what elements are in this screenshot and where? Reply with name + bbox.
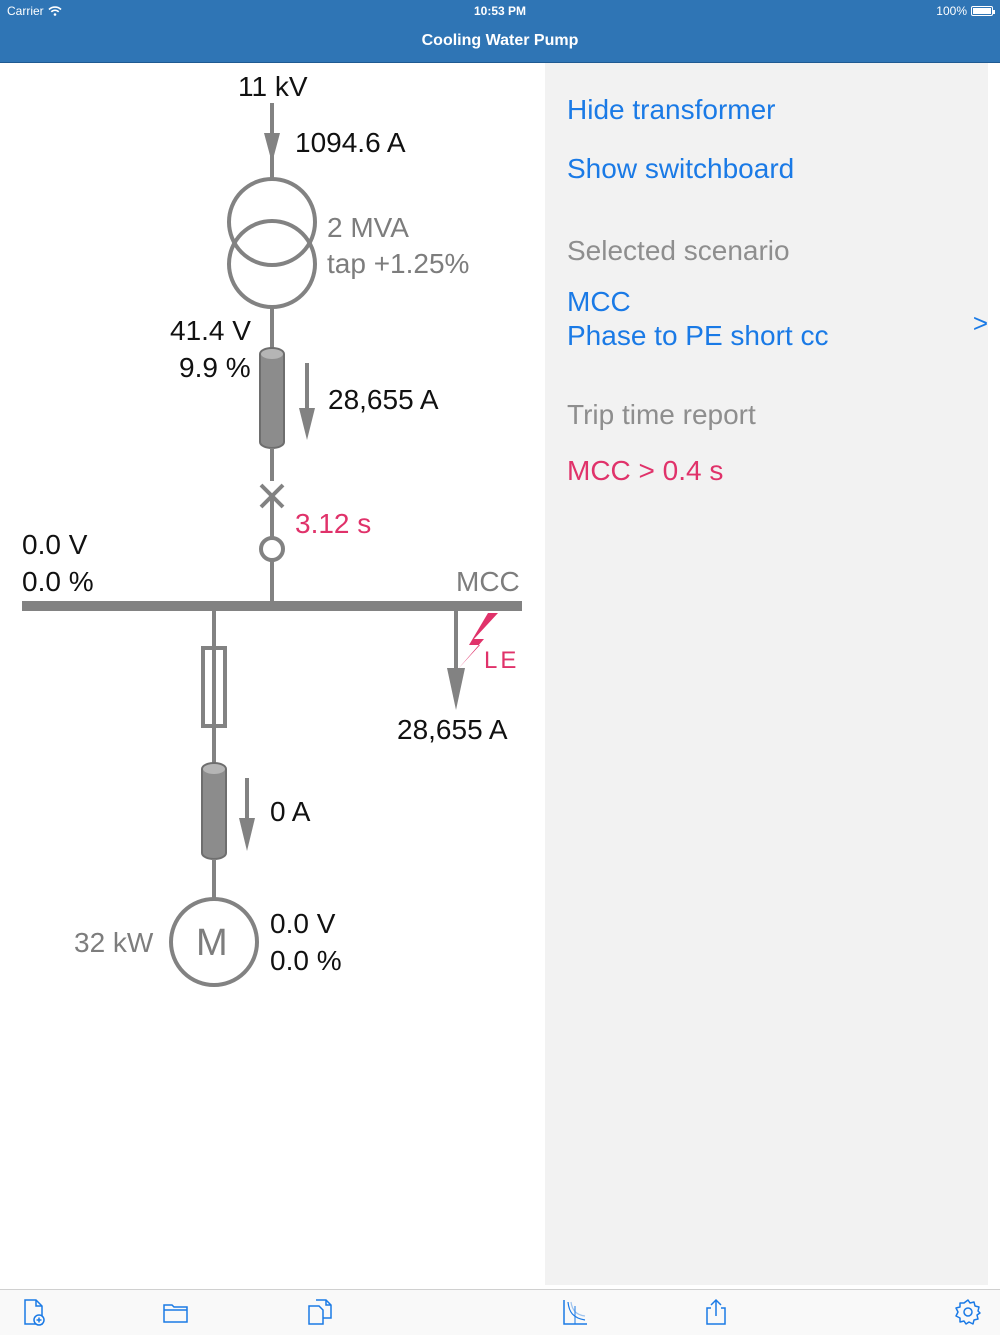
battery-percent: 100%	[936, 4, 967, 18]
show-switchboard-link[interactable]: Show switchboard	[567, 153, 795, 184]
share-button[interactable]	[702, 1298, 730, 1326]
fuse-symbol[interactable]	[201, 646, 227, 728]
status-bar: Carrier 10:53 PM 100%	[0, 0, 1000, 22]
scenario-type: Phase to PE short cc	[567, 320, 829, 351]
motor-cable-current-arrow	[239, 778, 255, 851]
supply-voltage: 11 kV	[238, 71, 308, 102]
carrier-label: Carrier	[7, 4, 44, 18]
duplicate-button[interactable]	[306, 1298, 334, 1326]
bus-voltage: 0.0 V	[22, 529, 88, 560]
chart-button[interactable]	[561, 1298, 589, 1326]
bus-percent: 0.0 %	[22, 566, 94, 597]
circuit-breaker[interactable]	[259, 483, 285, 603]
motor-cable[interactable]	[201, 762, 227, 899]
breaker-trip-time: 3.12 s	[295, 508, 372, 539]
fault-current: 28,655 A	[397, 714, 508, 745]
supply-current: 1094.6 A	[295, 127, 406, 158]
chart-icon	[563, 1300, 587, 1325]
motor-cable-current: 0 A	[270, 796, 311, 827]
wifi-icon	[48, 6, 62, 16]
supply-cable[interactable]	[259, 347, 285, 481]
single-line-diagram[interactable]: 11 kV 1094.6 A 2 MVA tap +1.25% 41.4 V 9…	[0, 63, 545, 1289]
folder-icon	[163, 1304, 188, 1323]
trip-report-heading: Trip time report	[567, 399, 756, 430]
secondary-voltage: 41.4 V	[170, 315, 251, 346]
fault-arrow	[447, 611, 465, 710]
transformer-rating: 2 MVA	[327, 212, 409, 243]
nav-bar: Cooling Water Pump	[0, 22, 1000, 62]
bus-name: MCC	[456, 566, 520, 597]
battery-status: 100%	[936, 4, 995, 18]
motor-voltage: 0.0 V	[270, 908, 336, 939]
bottom-toolbar	[0, 1289, 1000, 1335]
motor-symbol[interactable]	[169, 897, 259, 987]
transformer-symbol[interactable]	[227, 163, 317, 348]
nav-divider	[0, 62, 1000, 63]
secondary-percent: 9.9 %	[179, 352, 251, 383]
share-icon	[706, 1298, 726, 1325]
motor-feeder[interactable]	[201, 611, 227, 763]
clock: 10:53 PM	[473, 4, 527, 18]
new-document-icon	[24, 1299, 45, 1326]
hide-transformer-link[interactable]: Hide transformer	[567, 94, 776, 125]
new-document-button[interactable]	[20, 1298, 48, 1326]
cable-current: 28,655 A	[328, 384, 439, 415]
diagram-drawing	[22, 103, 522, 987]
motor-power: 32 kW	[74, 927, 154, 958]
cable-current-arrow	[299, 363, 315, 440]
motor-percent: 0.0 %	[270, 945, 342, 976]
selected-scenario-heading: Selected scenario	[567, 235, 790, 266]
side-panel: Hide transformer Show switchboard Select…	[545, 63, 988, 1285]
supply-arrow	[264, 103, 280, 163]
motor-letter: M	[196, 922, 228, 964]
battery-icon	[971, 6, 995, 16]
fault-label: LE	[484, 647, 520, 674]
lightning-icon	[458, 613, 498, 669]
mcc-busbar[interactable]	[22, 601, 522, 611]
transformer-tap: tap +1.25%	[327, 248, 470, 279]
trip-report-item[interactable]: MCC > 0.4 s	[567, 455, 724, 486]
carrier-info: Carrier	[7, 4, 62, 18]
open-folder-button[interactable]	[162, 1298, 190, 1326]
scenario-bus: MCC	[567, 286, 631, 317]
duplicate-icon	[308, 1299, 332, 1325]
settings-button[interactable]	[954, 1298, 982, 1326]
page-title: Cooling Water Pump	[421, 32, 579, 49]
settings-gear-icon	[955, 1299, 981, 1325]
scenario-selector[interactable]: MCC Phase to PE short cc	[545, 273, 988, 353]
chevron-right-icon[interactable]: >	[972, 308, 988, 338]
